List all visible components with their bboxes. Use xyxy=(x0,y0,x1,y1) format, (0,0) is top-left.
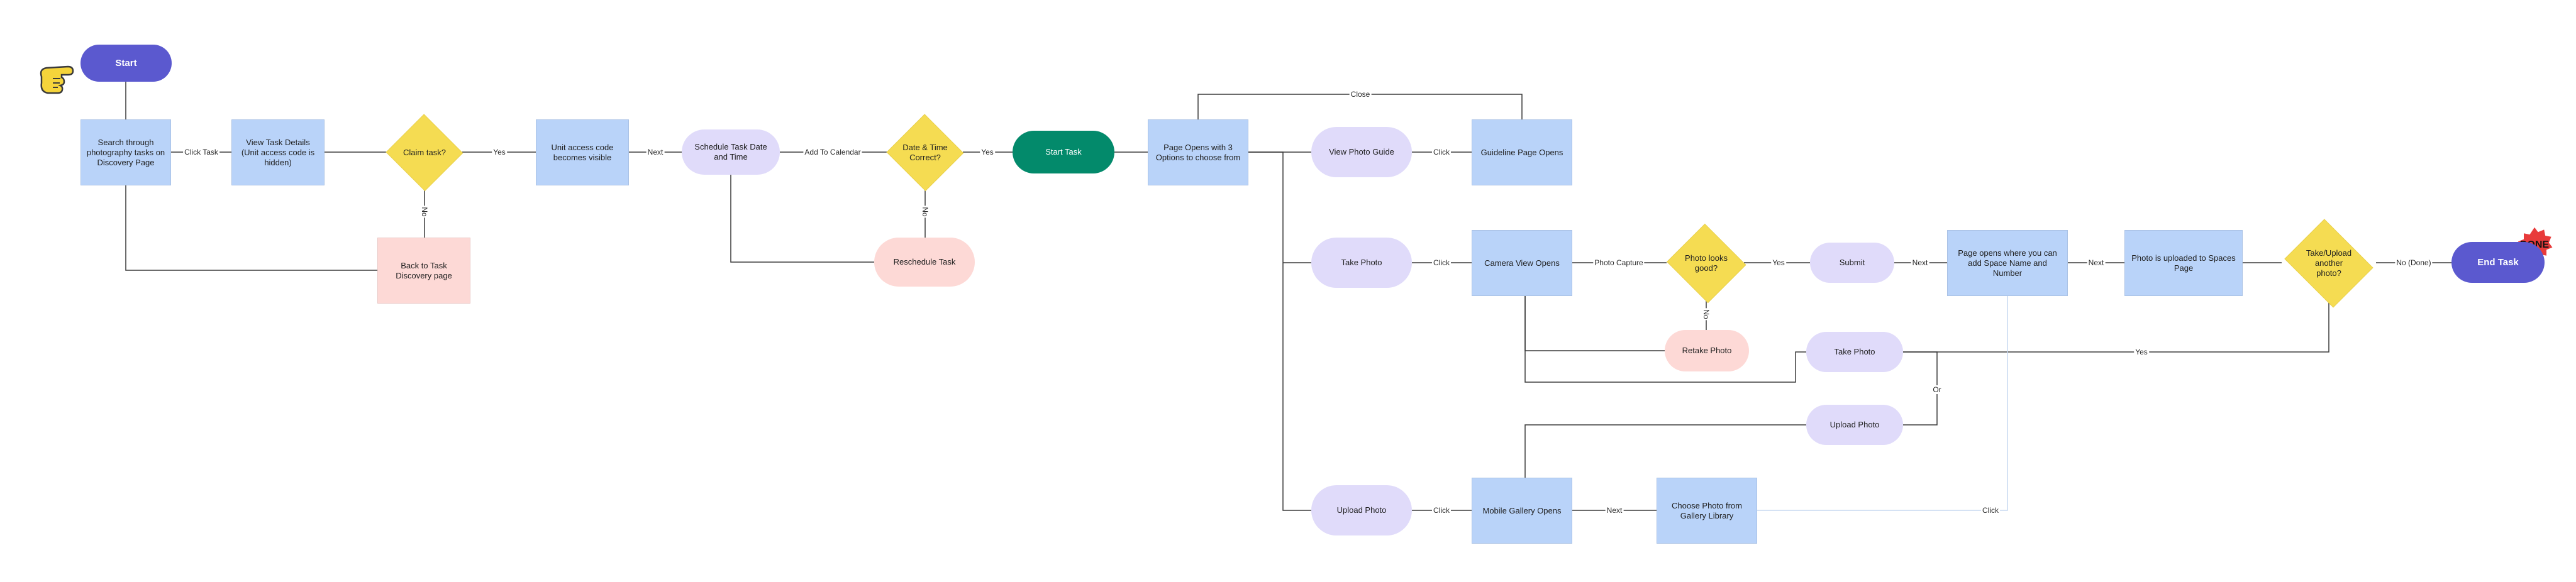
edge-label-next-unit: Next xyxy=(646,148,665,156)
upload-photo-node: Upload Photo xyxy=(1311,485,1412,535)
guideline-page-node: Guideline Page Opens xyxy=(1472,119,1572,185)
claim-task-label: Claim task? xyxy=(403,148,446,157)
claim-task-decision: Claim task? xyxy=(386,114,464,192)
edge-label-click-guide: Click xyxy=(1432,148,1451,156)
edge-label-next-space: Next xyxy=(2087,258,2106,267)
edge-back-search xyxy=(125,185,377,271)
edge-label-yes-good: Yes xyxy=(1771,258,1786,267)
another-photo-decision: Take/Upload another photo? xyxy=(2282,219,2376,308)
photo-uploaded-node: Photo is uploaded to Spaces Page xyxy=(2124,230,2243,296)
submit-node: Submit xyxy=(1810,243,1894,283)
edge-label-click-gallery: Click xyxy=(1981,506,2000,515)
edge-label-yes-claim: Yes xyxy=(492,148,507,156)
edge-label-yes-date: Yes xyxy=(980,148,995,156)
edge-takephoto2-camera xyxy=(1524,295,1806,383)
upload-photo-again-node: Upload Photo xyxy=(1806,405,1903,445)
start-node: Start xyxy=(80,45,172,82)
edge-pageopens-branch-trunk xyxy=(1248,151,1311,511)
edge-label-click-task: Click Task xyxy=(183,148,219,156)
choose-photo-node: Choose Photo from Gallery Library xyxy=(1657,478,1757,544)
another-photo-label: Take/Upload another photo? xyxy=(2306,248,2352,278)
view-task-details-node: View Task Details (Unit access code is h… xyxy=(231,119,325,185)
photo-good-label: Photo looks good? xyxy=(1685,253,1728,273)
datetime-label: Date & Time Correct? xyxy=(902,143,948,162)
edge-label-close: Close xyxy=(1349,90,1372,99)
edge-label-no-claim: No xyxy=(420,206,429,218)
edge-choose-space xyxy=(1757,295,2008,511)
space-page-node: Page opens where you can add Space Name … xyxy=(1947,230,2068,296)
start-task-node: Start Task xyxy=(1013,131,1114,173)
edge-label-no-good: No xyxy=(1702,308,1711,321)
reschedule-node: Reschedule Task xyxy=(874,238,975,287)
edge-reschedule-schedule xyxy=(730,175,874,263)
edge-label-yes-another: Yes xyxy=(2134,348,2149,356)
edge-label-next-submit: Next xyxy=(1911,258,1929,267)
edge-label-photo-capture: Photo Capture xyxy=(1593,258,1645,267)
edge-another-takephoto2 xyxy=(1903,302,2329,353)
view-photo-guide-node: View Photo Guide xyxy=(1311,127,1412,177)
schedule-task-node: Schedule Task Date and Time xyxy=(682,129,780,175)
edge-label-no-done: No (Done) xyxy=(2395,258,2433,267)
edge-upload2-gallery xyxy=(1524,424,1806,478)
back-to-discovery-node: Back to Task Discovery page xyxy=(377,238,470,304)
datetime-decision: Date & Time Correct? xyxy=(886,114,964,192)
unit-access-node: Unit access code becomes visible xyxy=(536,119,629,185)
edge-label-click-take: Click xyxy=(1432,258,1451,267)
pointing-hand-icon xyxy=(36,58,89,98)
edge-label-add-calendar: Add To Calendar xyxy=(803,148,862,156)
photo-good-decision: Photo looks good? xyxy=(1666,223,1746,304)
camera-view-node: Camera View Opens xyxy=(1472,230,1572,296)
mobile-gallery-node: Mobile Gallery Opens xyxy=(1472,478,1572,544)
search-tasks-node: Search through photography tasks on Disc… xyxy=(80,119,171,185)
end-task-node: End Task xyxy=(2451,242,2545,283)
edge-label-click-upload: Click xyxy=(1432,506,1451,515)
page-opens-node: Page Opens with 3 Options to choose from xyxy=(1148,119,1248,185)
edge-label-no-date: No xyxy=(921,206,930,218)
edge-label-next-gallery: Next xyxy=(1605,506,1624,515)
edge-label-or: Or xyxy=(1931,385,1943,394)
take-photo-node: Take Photo xyxy=(1311,238,1412,288)
edge-retake-camera xyxy=(1524,295,1665,351)
retake-photo-node: Retake Photo xyxy=(1665,330,1749,371)
take-photo-again-node: Take Photo xyxy=(1806,332,1903,372)
